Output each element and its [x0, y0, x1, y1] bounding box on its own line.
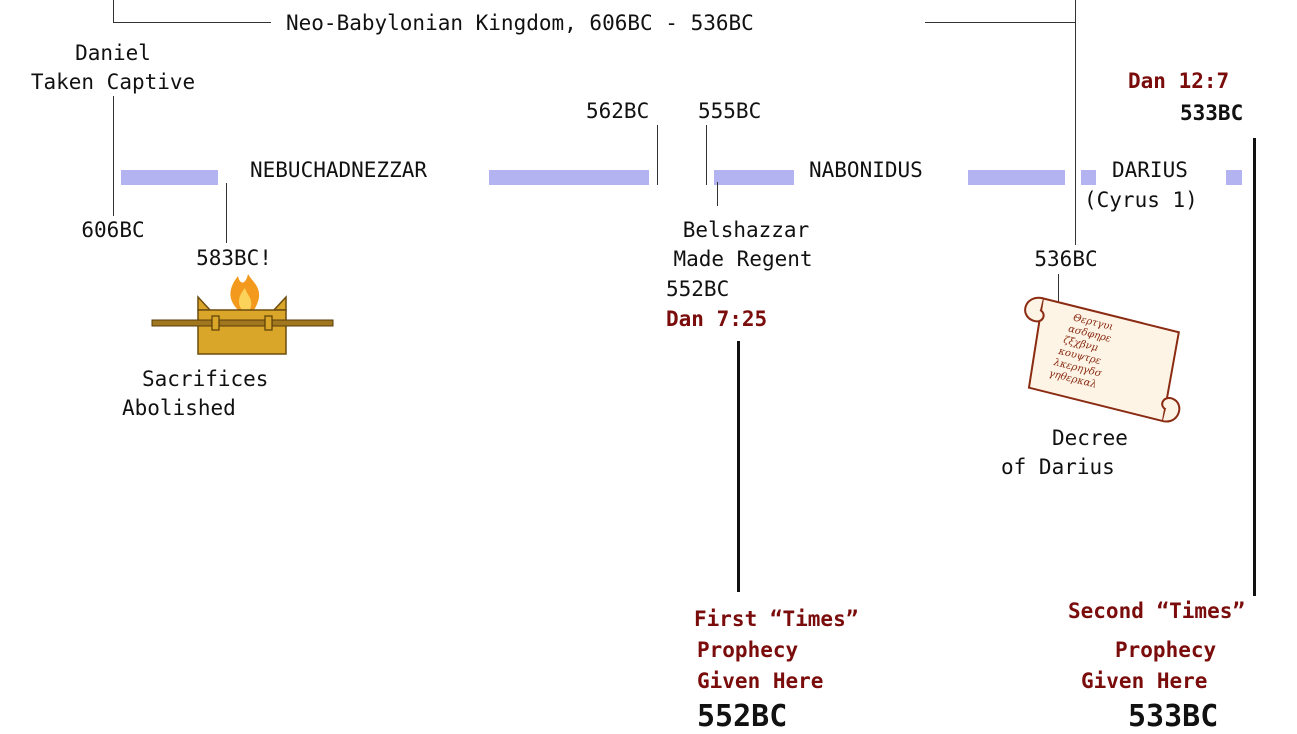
second-prophecy-line3: Given Here — [1081, 669, 1208, 693]
first-prophecy-date: 552BC — [697, 699, 788, 734]
line-555bc — [706, 125, 707, 185]
date-555bc: 555BC — [698, 99, 762, 123]
reign-bar-nebuchadnezzar-1 — [121, 170, 218, 185]
cyrus-label: (Cyrus 1) — [1084, 188, 1198, 212]
line-583bc — [226, 183, 227, 243]
sacrifices-label: Sacrifices — [142, 367, 269, 391]
altar-fire-icon — [151, 274, 334, 355]
made-regent-label: Made Regent — [673, 247, 813, 271]
kingdom-end-line — [1075, 0, 1076, 245]
reign-bar-nabonidus-1 — [714, 170, 794, 185]
nabonidus-label: NABONIDUS — [809, 158, 923, 182]
first-prophecy-line3: Given Here — [697, 669, 824, 693]
date-536bc: 536BC — [1034, 247, 1098, 271]
second-prophecy-date: 533BC — [1128, 699, 1219, 734]
first-prophecy-line1: First “Times” — [694, 607, 859, 631]
date-583bc: 583BC! — [196, 246, 272, 270]
line-536bc — [1058, 274, 1059, 302]
kingdom-line-right — [925, 22, 1075, 23]
first-prophecy-line — [737, 341, 740, 592]
dan-7-25-ref: Dan 7:25 — [666, 307, 768, 331]
line-562bc — [657, 125, 658, 185]
date-606bc: 606BC — [81, 218, 145, 242]
belshazzar-label: Belshazzar — [682, 218, 810, 242]
of-darius-label: of Darius — [1001, 455, 1115, 479]
kingdom-start-tick — [113, 0, 114, 22]
nebuchadnezzar-label: NEBUCHADNEZZAR — [250, 158, 428, 182]
reign-bar-darius-1 — [1081, 170, 1096, 185]
second-prophecy-line — [1253, 138, 1256, 596]
reign-bar-nabonidus-2 — [968, 170, 1065, 185]
kingdom-line-left — [113, 22, 271, 23]
daniel-line — [113, 96, 114, 216]
first-prophecy-line2: Prophecy — [697, 638, 799, 662]
date-562bc: 562BC — [586, 99, 650, 123]
line-belshazzar — [717, 182, 718, 206]
daniel-label: Daniel — [75, 41, 151, 65]
dan-12-7-ref: Dan 12:7 — [1128, 69, 1230, 93]
date-552bc: 552BC — [666, 277, 730, 301]
second-prophecy-line2: Prophecy — [1115, 638, 1217, 662]
decree-label: Decree — [1052, 426, 1128, 450]
kingdom-label: Neo-Babylonian Kingdom, 606BC - 536BC — [286, 11, 754, 35]
reign-bar-darius-2 — [1226, 170, 1242, 185]
taken-captive-label: Taken Captive — [30, 70, 196, 94]
second-prophecy-line1: Second “Times” — [1068, 599, 1246, 623]
scroll-icon: Θερτγυιασδφηρεζξχβνμκουψτρελκερηγδσγηθερ… — [1024, 296, 1181, 423]
darius-label: DARIUS — [1112, 158, 1188, 182]
reign-bar-nebuchadnezzar-2 — [489, 170, 649, 185]
abolished-label: Abolished — [122, 396, 236, 420]
date-533bc: 533BC — [1180, 101, 1244, 125]
